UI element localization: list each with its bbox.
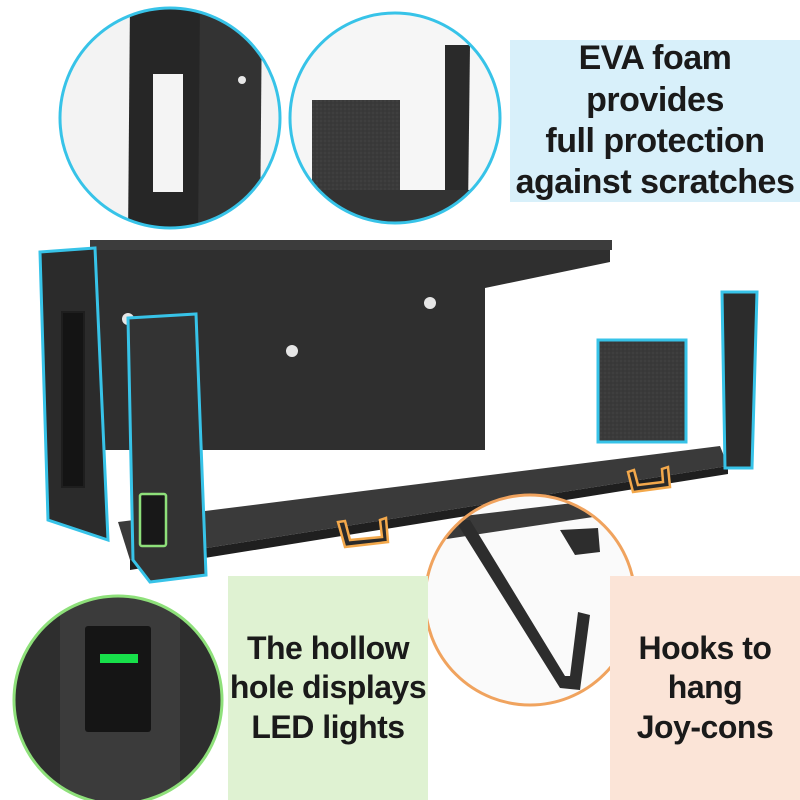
- screw-hole: [424, 297, 436, 309]
- left-outer-side-panel: [38, 246, 110, 543]
- left-inner-side-panel: [126, 312, 208, 584]
- shelf-body: [90, 240, 728, 570]
- joy-con-hook: [336, 516, 390, 549]
- screw-hole: [286, 345, 298, 357]
- callout-hooks-line-1: Hooks to: [638, 630, 772, 667]
- callout-eva-line-2: full protection: [545, 122, 765, 160]
- callout-led-line-2: hole displays: [229, 669, 427, 706]
- callout-led-hole: The hollow hole displays LED lights: [228, 576, 428, 800]
- callout-eva-foam: EVA foam provides full protection agains…: [510, 39, 800, 202]
- zoom-circle-foam-pad: [288, 11, 502, 225]
- right-side-post: [720, 290, 759, 470]
- zoom-circle-side-slot: [58, 6, 282, 230]
- zoom-circle-hook: [423, 493, 637, 707]
- callout-eva-line-1: EVA foam provides: [578, 39, 732, 119]
- callout-led-line-1: The hollow: [246, 630, 410, 667]
- joy-con-hook: [626, 465, 672, 494]
- callout-hooks-line-2: hang: [667, 669, 743, 706]
- callout-led-line-3: LED lights: [251, 708, 405, 745]
- callout-hooks: Hooks to hang Joy-cons: [610, 576, 800, 800]
- zoom-circle-led-hole: [12, 594, 224, 800]
- eva-foam-pad: [596, 338, 688, 444]
- callout-hooks-line-3: Joy-cons: [636, 708, 774, 745]
- callout-eva-line-3: against scratches: [515, 163, 795, 202]
- led-indicator: [100, 654, 138, 663]
- led-hole: [138, 492, 168, 548]
